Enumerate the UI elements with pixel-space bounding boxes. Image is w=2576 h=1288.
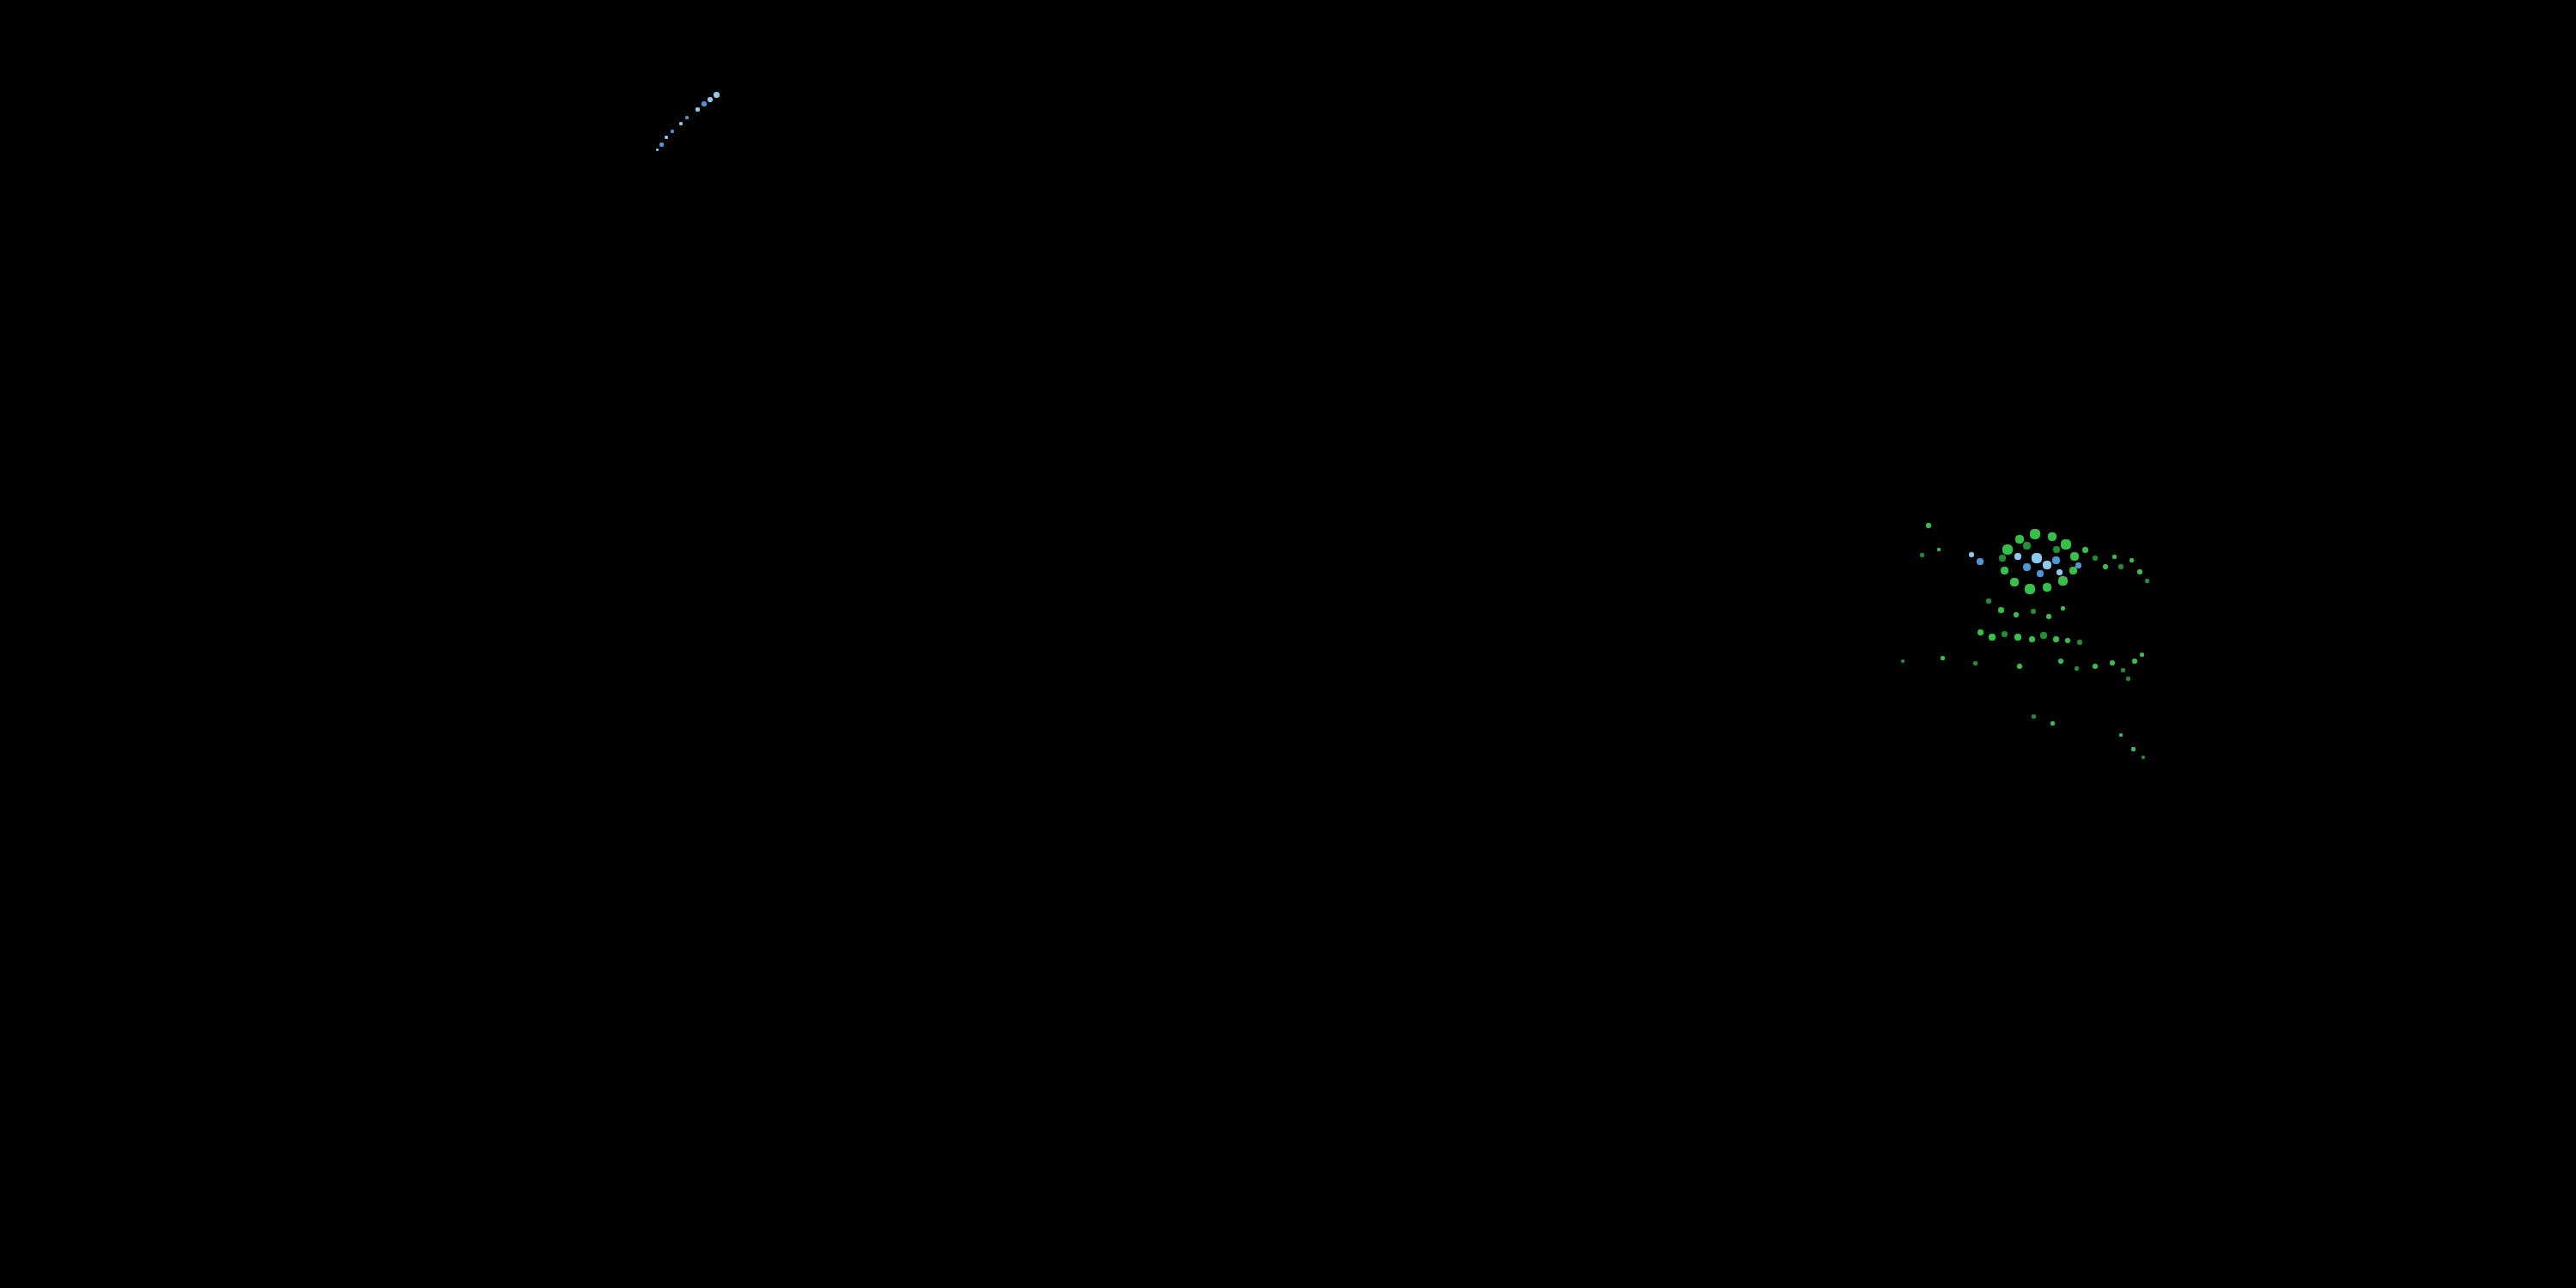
radar-echo-speckle <box>2069 566 2077 574</box>
radar-echo-speckle <box>2031 609 2036 614</box>
radar-echo-speckle <box>659 142 664 147</box>
radar-echo-speckle <box>2000 566 2008 574</box>
radar-echo-speckle <box>2043 583 2051 592</box>
radar-echo-speckle <box>2132 659 2137 664</box>
radar-echo-speckle <box>2093 664 2098 669</box>
radar-echo-speckle <box>713 91 720 98</box>
radar-echo-speckle <box>2074 665 2079 671</box>
radar-echo-speckle <box>2022 562 2031 571</box>
radar-echo-speckle <box>1969 552 1974 557</box>
radar-echo-speckle <box>665 136 668 139</box>
radar-echo-speckle <box>2103 564 2108 569</box>
radar-echo-speckle <box>2015 535 2024 544</box>
radar-echo-speckle <box>2120 667 2125 672</box>
radar-echo-speckle <box>2001 630 2008 637</box>
radar-echo-speckle <box>2129 557 2134 562</box>
radar-echo-speckle <box>2060 605 2065 611</box>
radar-echo-speckle <box>655 148 659 151</box>
radar-echo-speckle <box>2032 553 2042 563</box>
radar-echo-speckle <box>2075 562 2081 568</box>
radar-echo-speckle <box>2110 660 2115 665</box>
radar-echo-speckle <box>1997 606 2004 613</box>
radar-echo-speckle <box>708 97 713 102</box>
radar-echo-speckle <box>2022 541 2031 550</box>
radar-echo-speckle <box>685 116 689 119</box>
radar-echo-speckle <box>2130 746 2136 751</box>
radar-echo-speckle <box>679 122 683 125</box>
radar-echo-speckle <box>1977 629 1984 635</box>
radar-echo-speckle <box>1919 552 1924 557</box>
radar-echo-speckle <box>2070 552 2079 561</box>
radar-echo-speckle <box>2025 584 2035 594</box>
radar-echo-speckle <box>2061 539 2071 550</box>
radar-echo-speckle <box>2050 720 2055 726</box>
radar-echo-speckle <box>2046 614 2051 619</box>
radar-echo-speckle <box>2048 532 2057 541</box>
radar-echo-speckle <box>2014 634 2021 641</box>
radar-echo-speckle <box>2051 556 2060 564</box>
radar-echo-speckle <box>2142 756 2145 759</box>
radar-echo-speckle <box>2002 544 2013 555</box>
radar-echo-speckle <box>1940 655 1945 660</box>
radar-echo-speckle <box>2031 714 2036 719</box>
radar-echo-speckle <box>695 106 700 112</box>
radar-echo-speckle <box>2014 612 2019 617</box>
radar-echo-speckle <box>2014 553 2021 560</box>
radar-echo-speckle <box>2139 652 2144 657</box>
radar-echo-speckle <box>1926 523 1931 528</box>
radar-echo-speckle <box>2030 529 2040 539</box>
radar-echo-speckle <box>1986 598 1991 604</box>
radar-echo-speckle <box>2081 546 2088 553</box>
radar-echo-speckle <box>2040 632 2047 639</box>
radar-echo-speckle <box>2058 659 2063 664</box>
radar-echo-speckle <box>2118 564 2123 569</box>
radar-echo-speckle <box>2144 578 2149 583</box>
radar-echo-speckle <box>2057 575 2068 586</box>
radar-echo-speckle <box>2077 640 2082 645</box>
radar-echo-speckle <box>2037 570 2044 577</box>
radar-echo-speckle <box>2093 556 2098 561</box>
radar-echo-speckle <box>702 101 707 106</box>
radar-echo-speckle <box>2010 578 2019 586</box>
radar-echo-speckle <box>2119 733 2123 737</box>
radar-echo-speckle <box>1972 660 1978 665</box>
radar-echo-speckle <box>1989 634 1996 641</box>
radar-echo-speckle <box>2017 664 2022 669</box>
radar-echo-speckle <box>1901 659 1905 663</box>
radar-echo-speckle <box>1977 558 1984 565</box>
radar-echo-speckle <box>2111 554 2117 559</box>
radar-echo-speckle <box>1937 548 1941 551</box>
radar-echo-speckle <box>1999 555 2006 562</box>
radar-echo-speckle <box>671 130 674 133</box>
radar-echo-speckle <box>2053 546 2060 553</box>
radar-echo-speckle <box>2043 561 2051 569</box>
radar-echo-speckle <box>2065 638 2070 643</box>
radar-echo-speckle <box>2056 568 2063 575</box>
radar-echo-speckle <box>2125 676 2130 681</box>
radar-echo-speckle <box>2052 635 2059 642</box>
radar-echo-speckle <box>2028 635 2035 642</box>
radar-echo-speckle <box>2137 569 2142 574</box>
